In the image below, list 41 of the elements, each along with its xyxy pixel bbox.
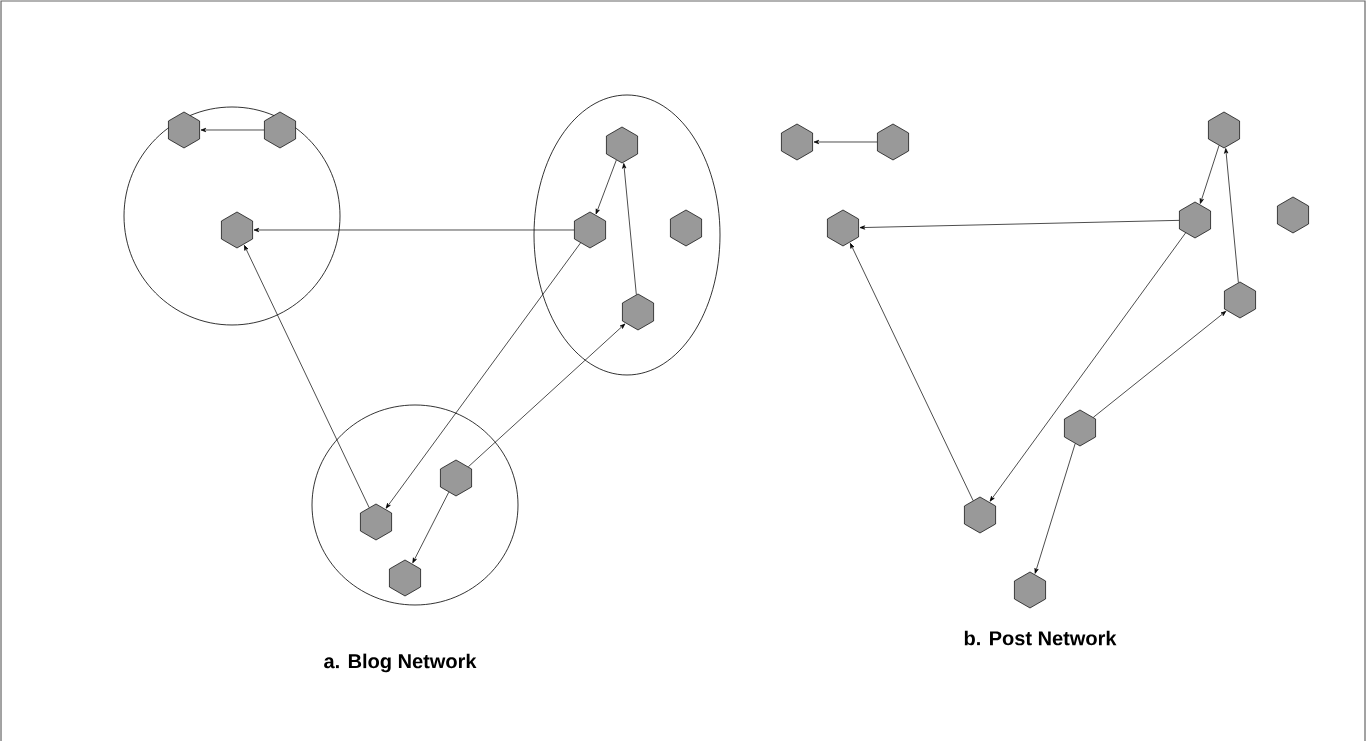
arrow: [200, 127, 265, 133]
arrow: [1034, 443, 1076, 574]
hexagon: [964, 496, 996, 534]
hexagon: [622, 293, 654, 331]
arrow: [1199, 145, 1220, 204]
hexagon: [221, 211, 253, 249]
arrow: [850, 243, 974, 501]
hexagon: [168, 111, 200, 149]
hexagon: [440, 459, 472, 497]
hexagon: [827, 209, 859, 247]
hexagon: [1224, 281, 1256, 319]
ellipse: [311, 404, 519, 606]
arrow: [412, 491, 450, 564]
hexagon: [574, 211, 606, 249]
hexagon: [1179, 201, 1211, 239]
arrow: [385, 242, 581, 509]
hexagon: [1064, 409, 1096, 447]
arrow: [989, 232, 1186, 502]
hexagon: [1208, 111, 1240, 149]
arrow: [859, 220, 1180, 230]
hexagon: [670, 209, 702, 247]
arrow: [468, 323, 626, 468]
hexagon: [264, 111, 296, 149]
arrow: [622, 163, 637, 295]
ellipse: [123, 106, 341, 326]
hexagon: [1014, 571, 1046, 609]
arrow: [1093, 311, 1227, 418]
ellipse: [533, 94, 721, 376]
hexagon: [360, 503, 392, 541]
hexagon: [877, 123, 909, 161]
hexagon: [389, 559, 421, 597]
hexagon: [606, 126, 638, 164]
arrow: [253, 227, 575, 233]
hexagon: [1277, 196, 1309, 234]
arrow: [595, 159, 617, 215]
hexagon: [781, 123, 813, 161]
panel-caption: a. Blog Network: [324, 653, 477, 673]
arrow: [1224, 148, 1239, 283]
panel-caption: b. Post Network: [964, 630, 1117, 646]
arrow: [813, 139, 878, 145]
arrow: [244, 245, 370, 508]
